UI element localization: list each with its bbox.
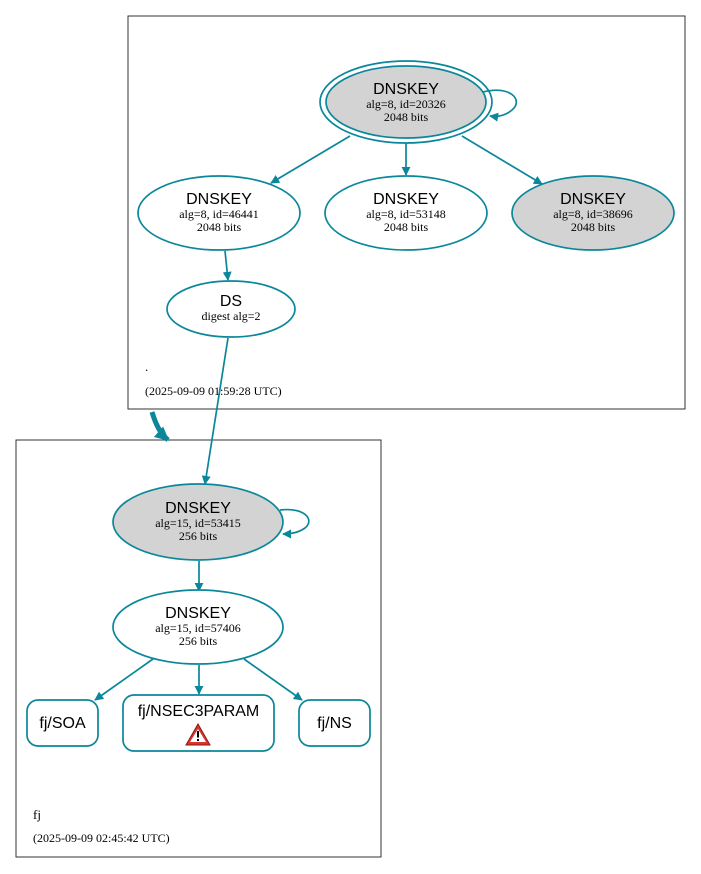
node-bits: 2048 bits	[571, 220, 616, 234]
edge-ksk-self	[482, 89, 518, 122]
node-alg-id: alg=15, id=57406	[155, 621, 241, 635]
root-zone-box	[127, 15, 686, 410]
edge-zone-delegation	[149, 411, 170, 442]
edge-ds-fjksk	[201, 337, 229, 485]
root-zone-timestamp: (2025-09-09 01:59:28 UTC)	[145, 384, 282, 398]
node-bits: 2048 bits	[384, 110, 429, 124]
node-title: fj/NSEC3PARAM	[138, 703, 260, 720]
dnskey-node-53415: DNSKEY alg=15, id=53415 256 bits	[112, 483, 284, 561]
dnskey-node-53148: DNSKEY alg=8, id=53148 2048 bits	[324, 175, 488, 251]
node-digest: digest alg=2	[201, 309, 260, 323]
node-alg-id: alg=8, id=46441	[179, 207, 259, 221]
ds-node: DS digest alg=2	[166, 280, 296, 338]
fj-zone-box	[15, 439, 382, 858]
edge-fjzsk-ns	[243, 658, 303, 701]
ns-node: fj/NS	[298, 699, 371, 747]
node-bits: 2048 bits	[384, 220, 429, 234]
node-alg-id: alg=8, id=20326	[366, 97, 446, 111]
node-alg-id: alg=15, id=53415	[155, 516, 241, 530]
node-bits: 2048 bits	[197, 220, 242, 234]
edge-zsk1-ds	[222, 250, 232, 281]
dnskey-node-46441: DNSKEY alg=8, id=46441 2048 bits	[137, 175, 301, 251]
node-bits: 256 bits	[179, 529, 218, 543]
node-alg-id: alg=8, id=38696	[553, 207, 633, 221]
node-title: DNSKEY	[373, 81, 439, 98]
dnskey-node-38696: DNSKEY alg=8, id=38696 2048 bits	[511, 175, 675, 251]
edge-ksk-zsk3	[461, 135, 543, 185]
fj-zone-timestamp: (2025-09-09 02:45:42 UTC)	[33, 831, 170, 845]
node-title: DNSKEY	[373, 191, 439, 208]
soa-node: fj/SOA	[26, 699, 99, 747]
dnskey-node-20326: DNSKEY alg=8, id=20326 2048 bits	[319, 60, 493, 144]
root-zone-name: .	[145, 359, 148, 374]
edge-fjksk-self	[279, 508, 310, 539]
node-title: DNSKEY	[186, 191, 252, 208]
nsec3param-node: fj/NSEC3PARAM	[122, 694, 275, 752]
node-title: DNSKEY	[560, 191, 626, 208]
node-bits: 256 bits	[179, 634, 218, 648]
node-title: fj/SOA	[39, 715, 86, 732]
dnskey-node-57406: DNSKEY alg=15, id=57406 256 bits	[112, 589, 284, 665]
fj-zone-name: fj	[33, 807, 41, 822]
warning-icon	[185, 722, 211, 746]
node-alg-id: alg=8, id=53148	[366, 207, 446, 221]
node-title: DNSKEY	[165, 605, 231, 622]
node-title: DS	[220, 293, 242, 310]
edge-fjzsk-soa	[94, 658, 154, 701]
node-title: DNSKEY	[165, 500, 231, 517]
node-title: fj/NS	[317, 715, 352, 732]
edge-ksk-zsk1	[270, 135, 351, 184]
